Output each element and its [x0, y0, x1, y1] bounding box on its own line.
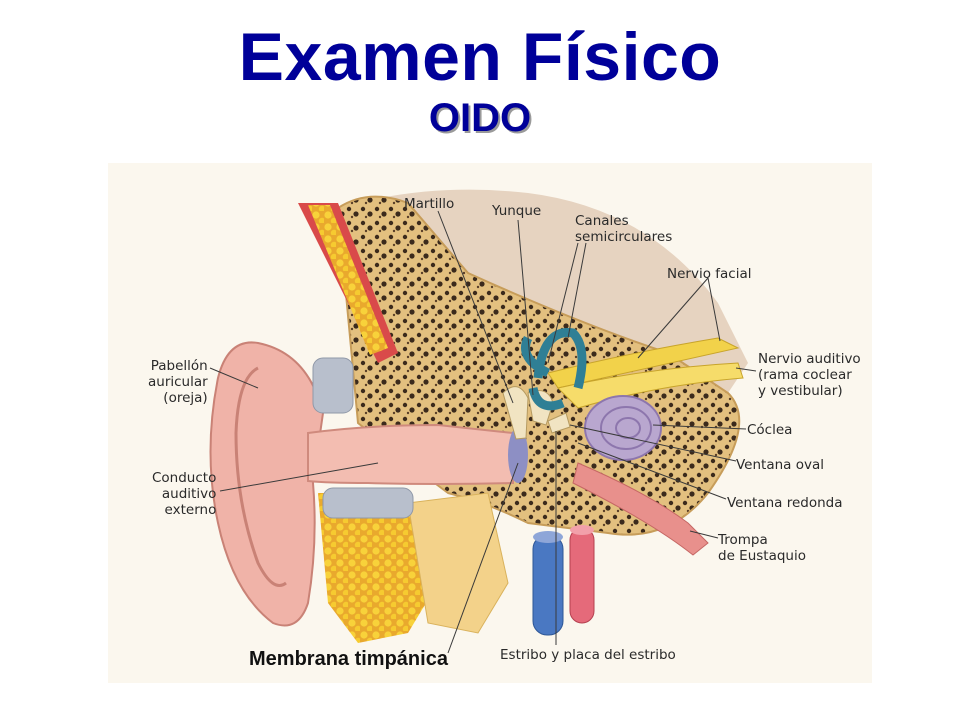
external-auditory-canal: [307, 423, 514, 485]
cartilage-lower: [322, 487, 414, 519]
jugular-vein: [532, 534, 564, 636]
label-canales-semicirculares: Canales semicirculares: [575, 213, 673, 245]
parotid-tissue: [407, 492, 509, 634]
label-ventana-oval: Ventana oval: [736, 457, 825, 473]
label-nervio-facial: Nervio facial: [667, 266, 752, 282]
label-estribo: Estribo y placa del estribo: [500, 647, 676, 663]
stapes-shape: [547, 412, 571, 434]
label-conducto-auditivo: Conducto auditivo externo: [152, 470, 217, 518]
cranial-cavity: [358, 189, 748, 393]
lower-fat-tissue: [318, 493, 438, 643]
semicircular-canals-shape: [521, 328, 587, 411]
label-coclea: Cóclea: [747, 422, 793, 438]
auricle-inner-fold: [234, 366, 287, 587]
facial-nerve-shape: [547, 337, 740, 389]
scalp-fat: [308, 205, 388, 355]
label-yunque: Yunque: [492, 203, 542, 219]
tympanic-membrane-shape: [508, 427, 528, 483]
label-ventana-redonda: Ventana redonda: [727, 495, 843, 511]
label-martillo: Martillo: [404, 196, 455, 212]
page-title: Examen Físico: [238, 19, 722, 95]
label-trompa-de-eustaquio: Trompa de Eustaquio: [718, 532, 806, 564]
label-pabellon-auricular: Pabellón auricular (oreja): [148, 358, 208, 406]
cartilage-upper: [312, 357, 354, 414]
ear-anatomy-illustration: [108, 163, 872, 683]
label-nervio-auditivo: Nervio auditivo (rama coclear y vestibul…: [758, 351, 861, 399]
eustachian-tube-shape: [572, 462, 709, 556]
label-membrana-timpanica: Membrana timpánica: [249, 648, 448, 670]
leader-lines: [209, 210, 757, 654]
carotid-artery: [569, 527, 595, 624]
page-subtitle: OIDO: [428, 96, 532, 140]
